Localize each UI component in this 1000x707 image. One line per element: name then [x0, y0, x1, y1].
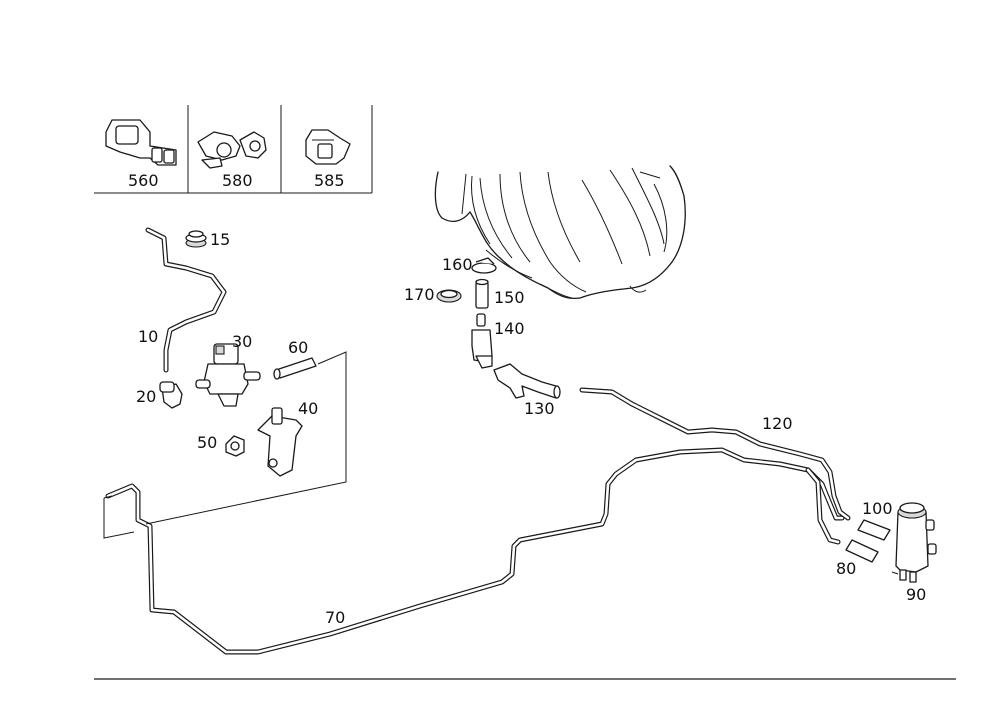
pipe-120 [579, 387, 851, 521]
clip-585-label: 585 [314, 171, 345, 190]
label-part-160: 160 [442, 255, 473, 274]
clip-panel: 560 580 585 [94, 105, 373, 194]
clip-560-label: 560 [128, 171, 159, 190]
label-part-15: 15 [210, 230, 230, 249]
clip-580-icon [197, 131, 267, 169]
connector-130 [493, 363, 561, 399]
label-part-140: 140 [494, 319, 525, 338]
clip-585-icon [305, 129, 351, 165]
hose-150 [475, 278, 489, 309]
label-part-60: 60 [288, 338, 308, 357]
label-part-100: 100 [862, 499, 893, 518]
nut-50 [225, 435, 245, 457]
clip-580-label: 580 [222, 171, 253, 190]
elbow-20 [159, 381, 183, 409]
valve-140 [471, 313, 493, 369]
label-part-30: 30 [232, 332, 252, 351]
clamp-160 [471, 257, 497, 274]
grommet-15 [185, 230, 207, 248]
hose-60 [273, 357, 317, 380]
label-part-150: 150 [494, 288, 525, 307]
label-part-170: 170 [404, 285, 435, 304]
label-part-10: 10 [138, 327, 158, 346]
grommet-170 [436, 289, 462, 303]
label-part-40: 40 [298, 399, 318, 418]
pipe-80-branch [805, 467, 841, 545]
label-part-120: 120 [762, 414, 793, 433]
clip-560-icon [105, 119, 177, 166]
hose-80 [845, 539, 879, 563]
label-part-90: 90 [906, 585, 926, 604]
pipe-70 [105, 447, 845, 655]
valve-30 [195, 343, 261, 407]
bracket-40 [257, 407, 303, 477]
label-part-50: 50 [197, 433, 217, 452]
label-part-80: 80 [836, 559, 856, 578]
canister-90 [891, 502, 937, 583]
label-part-70: 70 [325, 608, 345, 627]
hose-100 [857, 519, 891, 541]
hose-10 [145, 227, 227, 373]
label-part-20: 20 [136, 387, 156, 406]
label-part-130: 130 [524, 399, 555, 418]
fuel-tank [434, 165, 686, 300]
mounting-plate [103, 351, 347, 539]
